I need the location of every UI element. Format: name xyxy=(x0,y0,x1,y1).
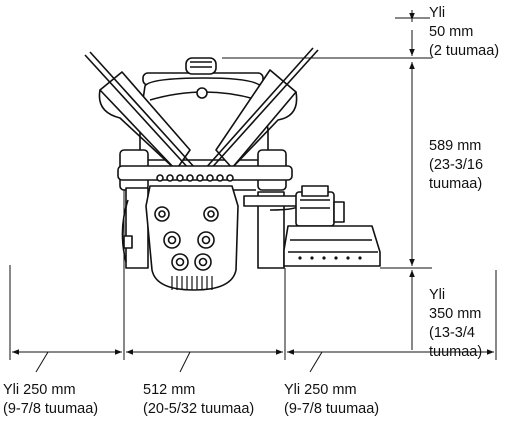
top-clearance-line-3: (2 tuumaa) xyxy=(429,43,500,59)
left-clearance-label: Yli 250 mm (9-7/8 tuumaa) xyxy=(3,381,98,419)
top-clearance-line-2: 50 mm xyxy=(429,24,474,40)
left-clearance-line-2: (9-7/8 tuumaa) xyxy=(3,401,99,417)
left-clearance-line-1: Yli 250 mm xyxy=(3,382,76,398)
top-clearance-label: Yli 50 mm (2 tuumaa) xyxy=(429,4,499,61)
front-clearance-line-3: (13-3/4 xyxy=(429,325,475,341)
height-line-2: (23-3/16 xyxy=(429,157,484,173)
front-clearance-line-4: tuumaa) xyxy=(429,344,483,360)
front-clearance-line-2: 350 mm xyxy=(429,306,482,322)
height-line-3: tuumaa) xyxy=(429,176,483,192)
width-line-2: (20-5/32 tuumaa) xyxy=(143,401,255,417)
right-clearance-line-1: Yli 250 mm xyxy=(284,382,357,398)
front-clearance-label: Yli 350 mm (13-3/4 tuumaa) xyxy=(429,286,482,362)
right-clearance-label: Yli 250 mm (9-7/8 tuumaa) xyxy=(284,381,379,419)
height-line-1: 589 mm xyxy=(429,138,482,154)
front-clearance-line-1: Yli xyxy=(429,287,446,303)
width-line-1: 512 mm xyxy=(143,382,196,398)
dimension-lines xyxy=(9,10,497,373)
width-label: 512 mm (20-5/32 tuumaa) xyxy=(143,381,254,419)
right-clearance-line-2: (9-7/8 tuumaa) xyxy=(284,401,380,417)
embroidery-machine xyxy=(84,47,381,291)
top-clearance-line-1: Yli xyxy=(429,5,446,21)
height-label: 589 mm (23-3/16 tuumaa) xyxy=(429,137,483,194)
